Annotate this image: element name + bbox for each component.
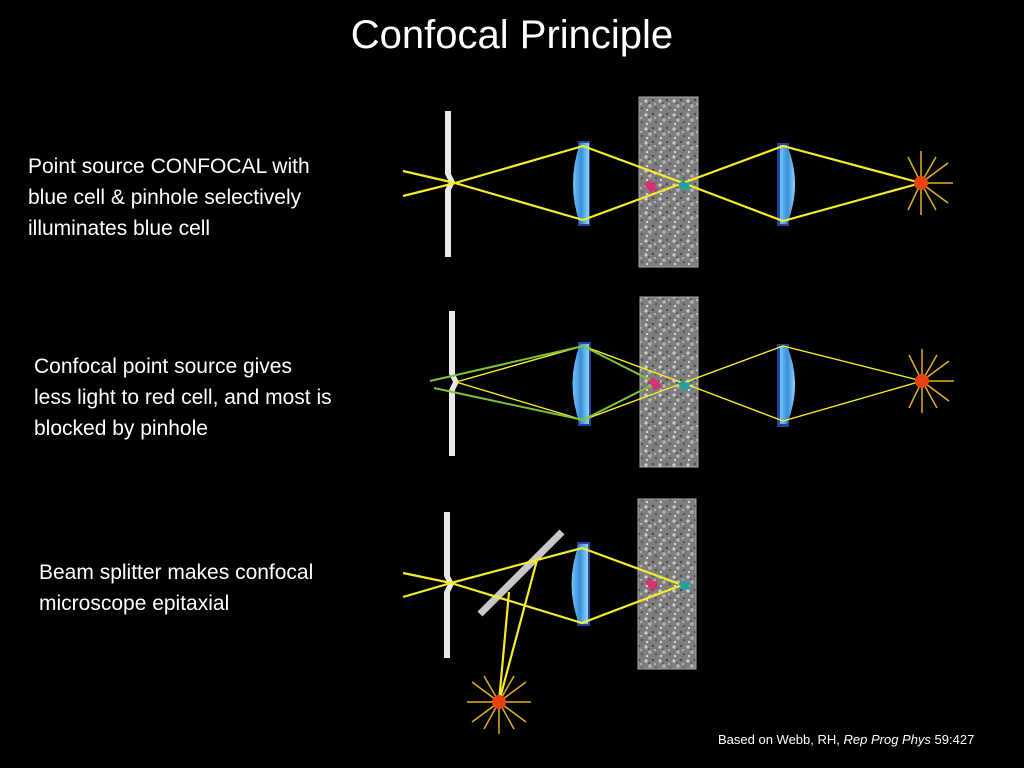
panel-2-diagram bbox=[429, 296, 954, 468]
sample-slab bbox=[639, 296, 699, 468]
slide-title: Confocal Principle bbox=[350, 13, 674, 57]
panel-1-diagram bbox=[402, 96, 953, 268]
citation-prefix: Based on Webb, RH, bbox=[718, 732, 844, 747]
objective-lens bbox=[573, 141, 590, 226]
blue-cell bbox=[678, 580, 692, 592]
objective-lens bbox=[572, 342, 591, 426]
caption-panel-2: Confocal point source gives less light t… bbox=[34, 355, 332, 440]
red-cell bbox=[644, 180, 659, 194]
blue-cell bbox=[678, 380, 692, 392]
objective-lens bbox=[571, 542, 590, 626]
citation: Based on Webb, RH, Rep Prog Phys 59:427 bbox=[718, 731, 974, 749]
red-cell bbox=[645, 578, 660, 592]
blue-cell bbox=[678, 180, 692, 192]
rays bbox=[402, 144, 922, 223]
out-of-focus-rays bbox=[429, 344, 657, 422]
point-source bbox=[908, 349, 954, 413]
beam-splitter bbox=[477, 529, 565, 617]
panel-3-diagram bbox=[402, 498, 697, 734]
caption-panel-1: Point source CONFOCAL with blue cell & p… bbox=[28, 155, 310, 240]
caption-panel-3: Beam splitter makes confocal microscope … bbox=[39, 561, 314, 615]
red-cell bbox=[648, 377, 663, 391]
citation-suffix: 59:427 bbox=[930, 732, 975, 747]
pinhole-plate bbox=[444, 512, 454, 658]
pinhole-plate bbox=[449, 311, 459, 456]
source-lens bbox=[777, 143, 795, 226]
citation-journal: Rep Prog Phys bbox=[843, 732, 931, 747]
point-source bbox=[467, 675, 531, 734]
source-lens bbox=[777, 344, 795, 427]
point-source bbox=[907, 151, 953, 215]
